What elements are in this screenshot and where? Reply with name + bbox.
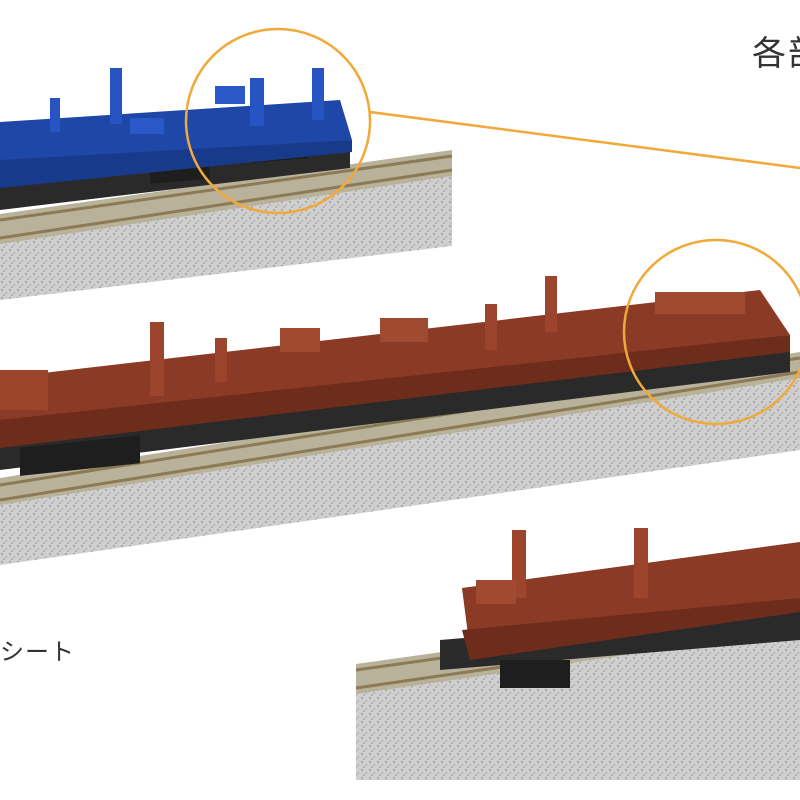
blue-freight-car xyxy=(0,68,352,210)
callout-annotations xyxy=(184,27,800,426)
caption-left: シート xyxy=(0,638,75,666)
brown-freight-car-long xyxy=(0,276,790,476)
brown-freight-car-short xyxy=(440,528,800,688)
caption-top-right: 各部 xyxy=(752,34,800,74)
